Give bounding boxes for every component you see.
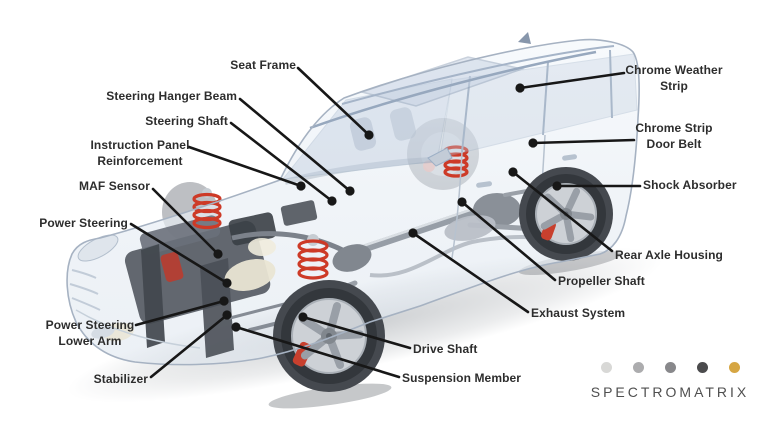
logo-dots (578, 362, 762, 373)
leader-dot-steering-hanger-beam (345, 186, 355, 196)
label-steering-shaft: Steering Shaft (145, 114, 228, 128)
logo-dot (696, 362, 708, 373)
label-suspension-member: Suspension Member (402, 371, 522, 385)
front-fascia (69, 234, 201, 349)
leader-line-power-steering (129, 222, 229, 285)
label-rear-axle-housing: Rear Axle Housing (615, 248, 723, 262)
leader-line-seat-frame (296, 66, 371, 137)
glass-and-roof (281, 32, 638, 259)
cabin-interior (284, 107, 433, 185)
leader-dot-rear-axle-housing (508, 167, 518, 177)
leader-line-exhaust-system (411, 231, 530, 314)
leader-dot-chrome-strip-door-belt (528, 138, 538, 148)
logo-dot (664, 362, 676, 373)
logo-dot (728, 362, 740, 373)
label-maf-sensor: MAF Sensor (78, 179, 150, 193)
leader-line-chrome-weather-strip (518, 71, 626, 90)
label-propeller-shaft: Propeller Shaft (558, 274, 645, 288)
leader-dot-propeller-shaft (457, 197, 467, 207)
front-wheel (273, 280, 385, 392)
leader-line-chrome-strip-door-belt (531, 138, 636, 145)
leader-line-suspension-member (234, 325, 401, 379)
logo-dot (600, 362, 612, 373)
leader-line-maf-sensor (151, 187, 220, 256)
label-stabilizer: Stabilizer (93, 372, 148, 386)
leader-line-drive-shaft (301, 315, 412, 350)
label-shock-absorber: Shock Absorber (643, 178, 737, 192)
leader-dot-chrome-weather-strip (515, 83, 525, 93)
leader-line-power-steering-lower-arm (134, 299, 226, 327)
label-instruction-panel-reinforcement: Instruction Panel Reinforcement (90, 138, 190, 168)
leader-dot-power-steering-lower-arm (219, 296, 229, 306)
leader-lines-layer (129, 66, 642, 379)
car-body-outline (66, 38, 640, 366)
leader-dot-stabilizer (222, 310, 232, 320)
leader-dot-steering-shaft (327, 196, 337, 206)
label-steering-hanger-beam: Steering Hanger Beam (106, 89, 237, 103)
leader-dot-shock-absorber (552, 181, 562, 191)
coil-spring-front-far (192, 188, 222, 230)
logo-dot (632, 362, 644, 373)
leader-line-propeller-shaft (460, 200, 557, 282)
engine-assembly (102, 200, 352, 358)
label-power-steering-lower-arm: Power Steering Lower Arm (45, 318, 135, 348)
spectromatrix-logo: SPECTROMATRIX (578, 362, 762, 400)
label-exhaust-system: Exhaust System (531, 306, 626, 320)
label-chrome-weather-strip: Chrome Weather Strip (625, 63, 723, 93)
label-seat-frame: Seat Frame (230, 58, 296, 72)
leader-line-rear-axle-housing (511, 170, 614, 253)
label-power-steering: Power Steering (39, 216, 128, 230)
leader-dot-drive-shaft (298, 312, 308, 322)
leader-line-instruction-panel-reinforcement (187, 145, 303, 188)
logo-text: SPECTROMATRIX (590, 384, 750, 400)
leader-line-stabilizer (149, 313, 229, 379)
leader-dot-instruction-panel-reinforcement (296, 181, 306, 191)
label-chrome-strip-door-belt: Chrome Strip Door Belt (635, 121, 713, 151)
leader-dot-power-steering (222, 278, 232, 288)
coil-spring-front-near (297, 234, 329, 280)
leader-dot-exhaust-system (408, 228, 418, 238)
leader-line-steering-hanger-beam (238, 97, 352, 193)
leader-dot-maf-sensor (213, 249, 223, 259)
label-drive-shaft: Drive Shaft (413, 342, 478, 356)
leader-dot-suspension-member (231, 322, 241, 332)
leader-line-steering-shaft (229, 121, 334, 203)
leader-dot-seat-frame (364, 130, 374, 140)
